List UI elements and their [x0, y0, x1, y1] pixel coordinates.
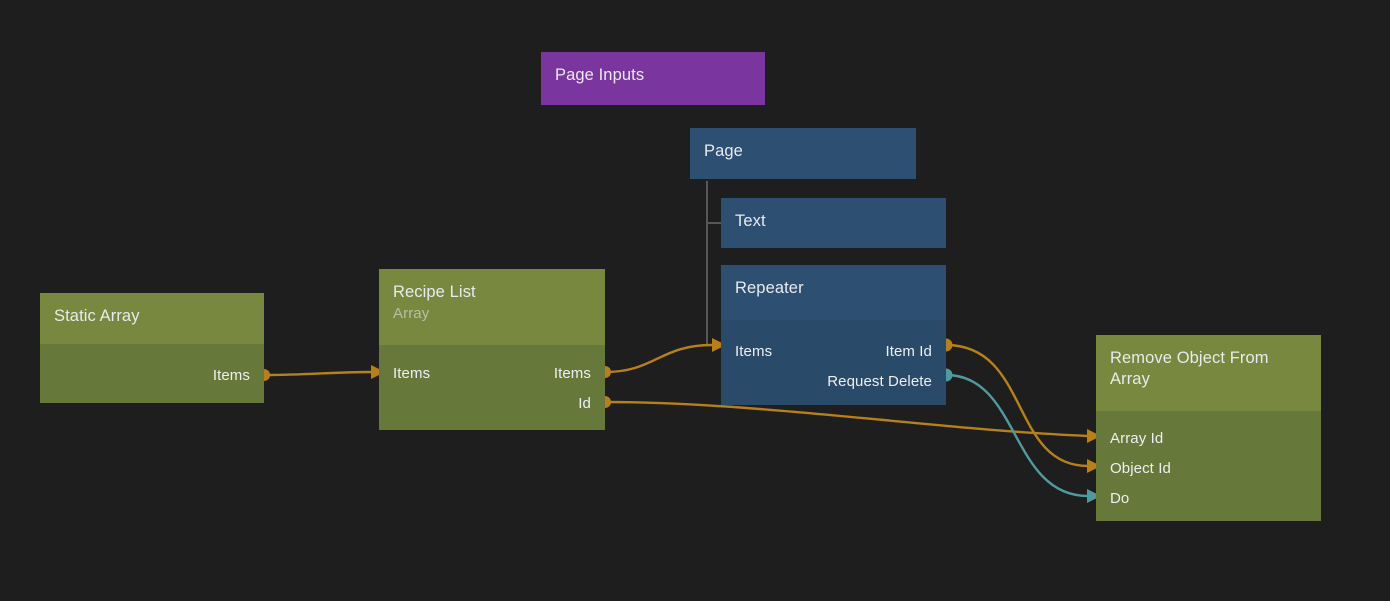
node-page-title: Page — [690, 128, 916, 179]
port-repeater-request-delete-out[interactable]: Request Delete — [827, 373, 932, 390]
node-recipe-list-title: Recipe List — [393, 283, 476, 301]
port-recipe-list-id-out[interactable]: Id — [578, 395, 591, 412]
node-page-inputs[interactable]: Page Inputs — [541, 52, 765, 105]
node-recipe-list-header: Recipe List Array — [379, 269, 605, 345]
node-remove-object-from-array-title: Remove Object From Array — [1096, 335, 1321, 411]
node-text[interactable]: Text — [721, 198, 946, 248]
port-repeater-item-id-out[interactable]: Item Id — [885, 343, 932, 360]
node-page-inputs-title: Page Inputs — [541, 52, 765, 105]
port-repeater-items-in[interactable]: Items — [735, 343, 773, 360]
node-recipe-list-subtitle: Array — [393, 305, 430, 323]
port-remove-array-id-in[interactable]: Array Id — [1110, 430, 1164, 447]
node-repeater[interactable]: Repeater Items Item Id Request Delete — [721, 265, 946, 405]
node-repeater-body: Items Item Id Request Delete — [721, 320, 946, 405]
wire-request-delete-to-do — [945, 373, 1089, 498]
node-remove-object-from-array[interactable]: Remove Object From Array Array Id Object… — [1096, 335, 1321, 521]
node-text-title: Text — [721, 198, 946, 248]
node-static-array-body: Items — [40, 344, 264, 403]
port-recipe-list-items-out[interactable]: Items — [553, 365, 591, 382]
node-recipe-list[interactable]: Recipe List Array Items Items Id — [379, 269, 605, 430]
port-static-array-items-out[interactable]: Items — [212, 367, 250, 384]
node-static-array-title: Static Array — [40, 293, 264, 344]
port-recipe-list-items-in[interactable]: Items — [393, 365, 431, 382]
wire-recipe-id-to-array-id — [604, 400, 1089, 438]
node-recipe-list-body: Items Items Id — [379, 345, 605, 430]
node-repeater-title: Repeater — [721, 265, 946, 320]
node-static-array[interactable]: Static Array Items — [40, 293, 264, 403]
wire-item-id-to-object-id — [945, 343, 1089, 468]
port-remove-do-in[interactable]: Do — [1110, 490, 1130, 507]
port-remove-object-id-in[interactable]: Object Id — [1110, 460, 1171, 477]
node-page[interactable]: Page — [690, 128, 916, 179]
wire-recipe-items-to-repeater-items — [604, 343, 713, 374]
wire-static-items-to-recipe-items — [263, 370, 373, 377]
node-remove-object-from-array-body: Array Id Object Id Do — [1096, 411, 1321, 521]
